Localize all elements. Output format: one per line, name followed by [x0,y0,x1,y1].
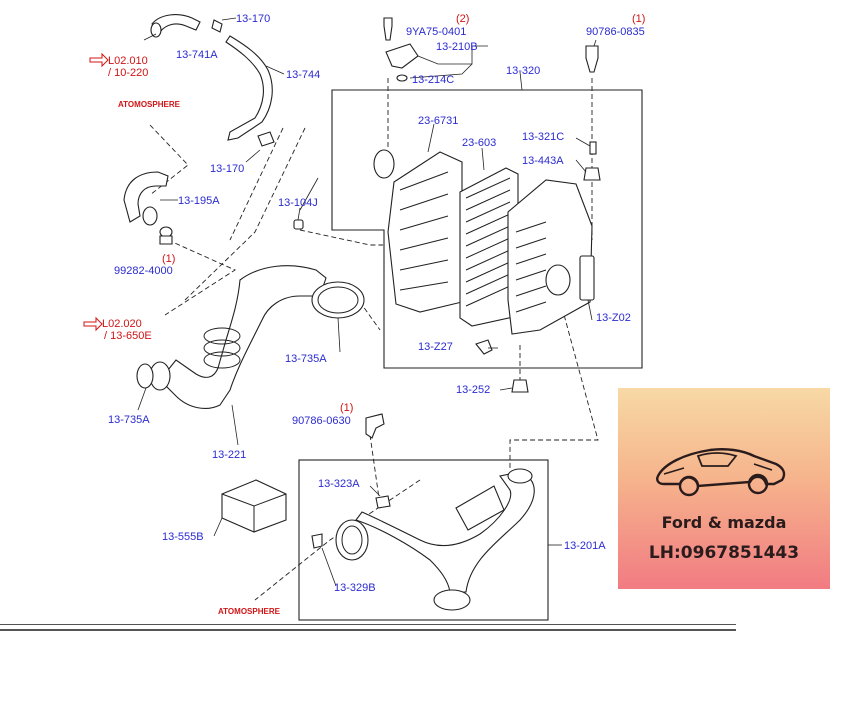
ref-13-650e[interactable]: / 13-650E [104,330,152,342]
air-cleaner-case [507,179,593,335]
nut-13-443a [583,167,601,181]
hose-bellows-3 [203,351,241,369]
ref-arrow-icon-l02-010 [89,52,109,68]
hose-13-195a-end [142,206,158,226]
duct-13-201a [355,471,535,593]
clamp-13-735a-mid-inner [317,286,359,314]
clip-13-323a [375,495,391,509]
intake-hose-13-221 [159,265,327,409]
label-13-741a: 13-741A [176,49,218,61]
label-13-443a: 13-443A [522,155,564,167]
hose-13-195a [123,171,169,223]
label-13-320: 13-320 [506,65,540,77]
label-13-252: 13-252 [456,384,490,396]
hose-bellows-1 [203,327,241,345]
grommet-13-252 [511,379,529,393]
dash-line-hose-bend [229,127,284,241]
label-13-z02: 13-Z02 [596,312,631,324]
label-13-735a-mid: 13-735A [285,353,327,365]
cover-inlet [373,149,395,179]
label-23-6731: 23-6731 [418,115,458,127]
hose-13-741a [151,14,201,33]
dash-line-center [184,127,306,301]
label-13-329b: 13-329B [334,582,376,594]
dash-line-top-left [149,124,189,196]
label-13-555b: 13-555B [162,531,204,543]
label-13-104j: 13-104J [278,197,318,209]
label-90786-0630-qty: (1) [340,402,353,414]
dash-line-mid-right [299,229,383,246]
dash-line-left-mid [164,239,236,316]
sports-car-icon [656,448,786,497]
label-13-221: 13-221 [212,449,246,461]
bolt-90786-0630 [365,413,385,439]
label-13-201a: 13-201A [564,540,606,552]
sensor-13-210b [385,43,419,69]
duct-box-frame [298,459,549,621]
hose-bellows-2 [203,339,241,357]
label-13-744: 13-744 [286,69,320,81]
ref-l02-010[interactable]: L02.010 [108,55,148,67]
label-99282-qty: (1) [162,253,175,265]
clip-13-170-top [211,19,223,33]
air-cleaner-cover-23-6731 [387,151,463,313]
dash-line-bolt-bottom [369,434,381,506]
dash-line-atmos-bottom [254,479,421,601]
label-13-214c: 13-214C [412,74,454,86]
label-9ya75-qty: (2) [456,13,469,25]
hose-13-741a-end [150,22,162,38]
hose-13-744 [225,35,273,141]
label-90786-0835-qty: (1) [632,13,645,25]
case-outlet [545,264,571,296]
duct-outlet [433,589,471,611]
ref-10-220[interactable]: / 10-220 [108,67,148,79]
duct-ring-13-329b-inner [341,525,363,555]
label-13-323a: 13-323A [318,478,360,490]
label-90786-0835: 90786-0835 [586,26,645,38]
label-atmosphere-top: ATOMOSPHERE [118,100,181,109]
clamp-99282-4000 [159,235,173,245]
label-9ya75-0401: 9YA75-0401 [406,26,466,38]
bottom-divider [0,624,736,631]
label-23-603: 23-603 [462,137,496,149]
clip-13-z27 [475,339,493,355]
duct-top-end [507,468,533,484]
label-13-210b: 13-210B [436,41,478,53]
dash-line-clamp [354,294,381,331]
label-99282-4000: 99282-4000 [114,265,173,277]
ref-l02-020[interactable]: L02.020 [102,318,142,330]
label-13-170-mid: 13-170 [210,163,244,175]
bolt-duct-left [311,533,323,549]
bolt-90786-0835 [585,45,599,73]
air-cleaner-box-frame [331,89,643,369]
clamp-13-735a-left [136,363,154,389]
ref-arrow-icon-l02-020 [83,316,103,332]
dash-line-to-duct [509,299,599,470]
clip-13-170-mid [257,131,275,147]
ad-phone-text[interactable]: LH:0967851443 [648,543,800,563]
bolt-top-left [383,17,393,41]
label-90786-0630: 90786-0630 [292,415,351,427]
duct-ring-13-329b [335,519,369,561]
grommet-13-104j [293,219,304,230]
ad-brand-text: Ford & mazda [661,513,787,532]
label-13-321c: 13-321C [522,131,564,143]
label-13-735a-left: 13-735A [108,414,150,426]
dealer-ad-banner[interactable]: Ford & mazda LH:0967851443 [618,388,830,589]
duct-resonator [455,485,505,531]
label-13-z27: 13-Z27 [418,341,453,353]
seal-13-214c [396,74,408,82]
label-atmosphere-bottom: ATOMOSPHERE [218,607,281,616]
pin-13-321c [589,141,597,155]
label-13-170-top: 13-170 [236,13,270,25]
label-13-195a: 13-195A [178,195,220,207]
bracket-13-z02 [579,255,595,301]
